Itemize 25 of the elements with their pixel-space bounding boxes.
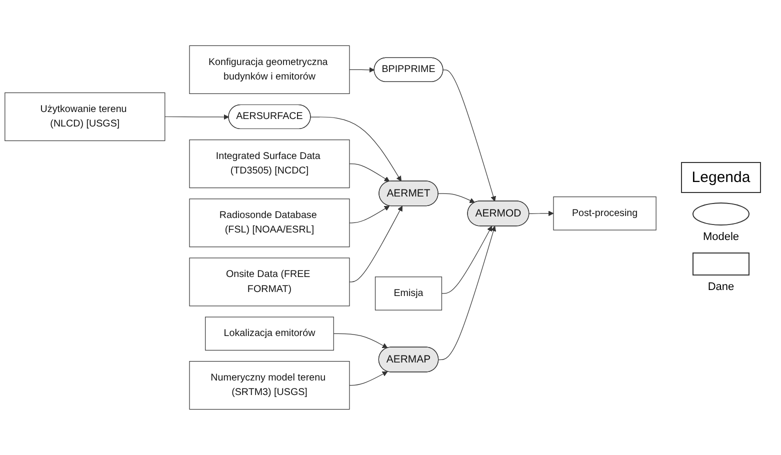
- arrow: [349, 164, 390, 182]
- legend-heading: Legenda: [680, 162, 762, 193]
- arrow: [349, 371, 388, 386]
- arrow: [333, 333, 388, 348]
- node-box: Konfiguracja geometryczna budynków i emitorów: [189, 45, 350, 94]
- arrow: [349, 206, 402, 282]
- arrow: [442, 70, 496, 202]
- legend-label: Modele: [702, 231, 740, 243]
- arrow: [349, 206, 390, 224]
- node-box: Radiosonde Database (FSL) [NOAA/ESRL]: [189, 198, 350, 248]
- arrow: [438, 193, 475, 203]
- arrow: [164, 114, 230, 120]
- legend-label: Dane: [708, 281, 734, 293]
- node-box: Onsite Data (FREE FORMAT): [189, 258, 350, 306]
- arrow: [438, 226, 496, 360]
- node-box: Emisja: [374, 276, 442, 310]
- node-box: Numeryczny model terenu (SRTM3) [USGS]: [189, 361, 350, 410]
- arrow: [441, 226, 492, 294]
- node-box: Integrated Surface Data (TD3505) [NCDC]: [189, 140, 350, 188]
- arrow: [528, 210, 554, 216]
- node-box: Post-procesing: [553, 196, 656, 230]
- arrow: [310, 116, 402, 182]
- arrow: [349, 67, 375, 73]
- node-box: Użytkowanie terenu (NLCD) [USGS]: [4, 92, 166, 142]
- node-box: Lokalizacja emitorów: [205, 316, 334, 351]
